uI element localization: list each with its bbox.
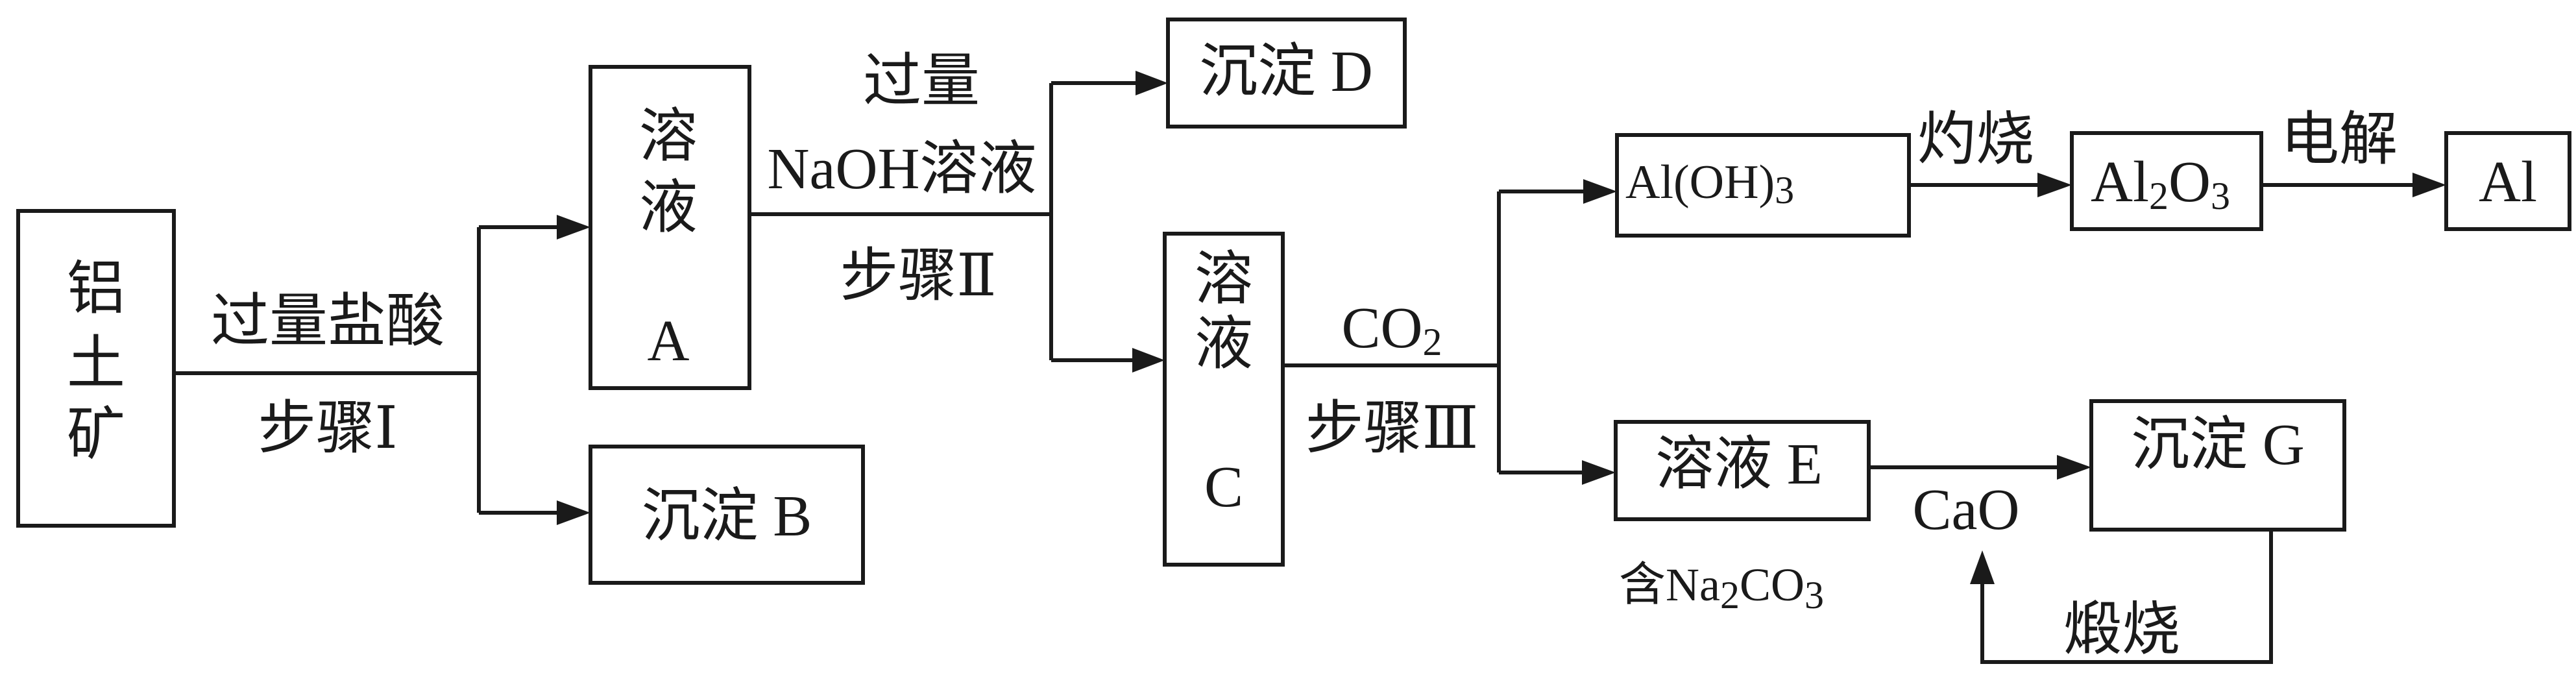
connector-lines — [174, 81, 2412, 664]
solution-a-char-2: 液 — [639, 176, 698, 240]
alumina-subscript-1: 2 — [2149, 175, 2169, 217]
step3-reagent-label: CO2 — [1341, 296, 1442, 363]
aluminum-box — [2444, 131, 2571, 231]
contains-sodium-carbonate-note: 含Na2CO3 — [1619, 559, 1824, 617]
arrowhead-solution-c — [1132, 348, 1165, 373]
bauxite-char-2: 土 — [67, 332, 125, 396]
alumina-part-1: Al — [2091, 150, 2149, 214]
arrowhead-solution-a — [557, 215, 590, 239]
aluminum-hydroxide-label: Al(OH)3 — [1625, 156, 1794, 212]
reaction-labels: 过量盐酸 步骤Ⅰ 过量 NaOH溶液 步骤Ⅱ CO2 步骤Ⅲ 灼烧 电解 CaO… — [211, 49, 2398, 662]
step2-excess-label: 过量 — [863, 49, 980, 114]
step1-name-label: 步骤Ⅰ — [258, 397, 398, 461]
process-boxes — [16, 18, 2571, 585]
alumina-part-2: O — [2169, 150, 2211, 214]
arrowhead-precipitate-d — [1136, 71, 1168, 95]
step2-name-label: 步骤Ⅱ — [840, 244, 996, 308]
step1-reagent-label: 过量盐酸 — [211, 289, 444, 354]
arrowhead-solution-e — [1582, 460, 1616, 485]
node-labels: 铝 土 矿 溶 液 A 沉淀 B 沉淀 D 溶 液 C Al(OH)3 Al2O… — [67, 40, 2537, 548]
arrowhead-calcining-return — [1970, 550, 1995, 584]
solution-a-box — [589, 65, 751, 390]
alumina-label: Al2O3 — [2091, 150, 2230, 217]
solution-e-label: 溶液 E — [1655, 432, 1822, 497]
step3-reagent-subscript: 2 — [1423, 321, 1442, 363]
contains-middle: CO — [1740, 559, 1804, 611]
bauxite-char-3: 矿 — [67, 403, 125, 467]
contains-subscript-1: 2 — [1720, 574, 1740, 617]
aluminum-hydroxide-box — [1615, 133, 1911, 238]
aluminum-hydroxide-subscript: 3 — [1775, 169, 1794, 212]
precipitate-b-box — [589, 445, 865, 585]
solution-a-char-3: A — [648, 309, 690, 373]
precipitate-d-label: 沉淀 D — [1199, 40, 1373, 104]
solution-c-char-2: 液 — [1195, 312, 1253, 376]
calcining-label: 煅烧 — [2063, 598, 2180, 662]
precipitate-g-box — [2089, 399, 2346, 532]
arrowhead-precipitate-b — [557, 500, 590, 525]
arrowhead-precipitate-g — [2057, 455, 2091, 480]
cao-label: CaO — [1913, 478, 2020, 542]
solution-c-char-3: C — [1204, 455, 1243, 519]
precipitate-d-box — [1166, 18, 1407, 129]
arrowheads — [557, 71, 2446, 584]
bauxite-char-1: 铝 — [67, 257, 125, 321]
solution-c-char-1: 溶 — [1195, 247, 1253, 312]
calcination-label: 灼烧 — [1917, 108, 2034, 172]
step3-reagent-main: CO — [1341, 296, 1422, 360]
aluminum-label: Al — [2479, 150, 2537, 214]
step2-reagent-label: NaOH溶液 — [768, 137, 1037, 201]
calcining-return-line — [1980, 530, 2273, 664]
electrolysis-label: 电解 — [2281, 108, 2398, 172]
aluminum-hydroxide-main: Al(OH) — [1625, 156, 1775, 209]
arrowhead-aluminum — [2412, 173, 2446, 197]
solution-e-box — [1614, 420, 1871, 521]
step3-name-label: 步骤Ⅲ — [1306, 397, 1479, 461]
precipitate-b-label: 沉淀 B — [642, 484, 812, 548]
arrowhead-aluminum-hydroxide — [1583, 179, 1617, 204]
precipitate-g-label: 沉淀 G — [2131, 413, 2305, 477]
solution-c-box — [1163, 232, 1285, 567]
arrowhead-alumina — [2037, 173, 2072, 197]
solution-a-char-1: 溶 — [639, 104, 698, 169]
alumina-subscript-2: 3 — [2211, 175, 2230, 217]
contains-subscript-2: 3 — [1804, 574, 1824, 617]
alumina-box — [2070, 131, 2263, 231]
bauxite-box — [16, 209, 176, 528]
contains-prefix: 含Na — [1619, 559, 1720, 611]
